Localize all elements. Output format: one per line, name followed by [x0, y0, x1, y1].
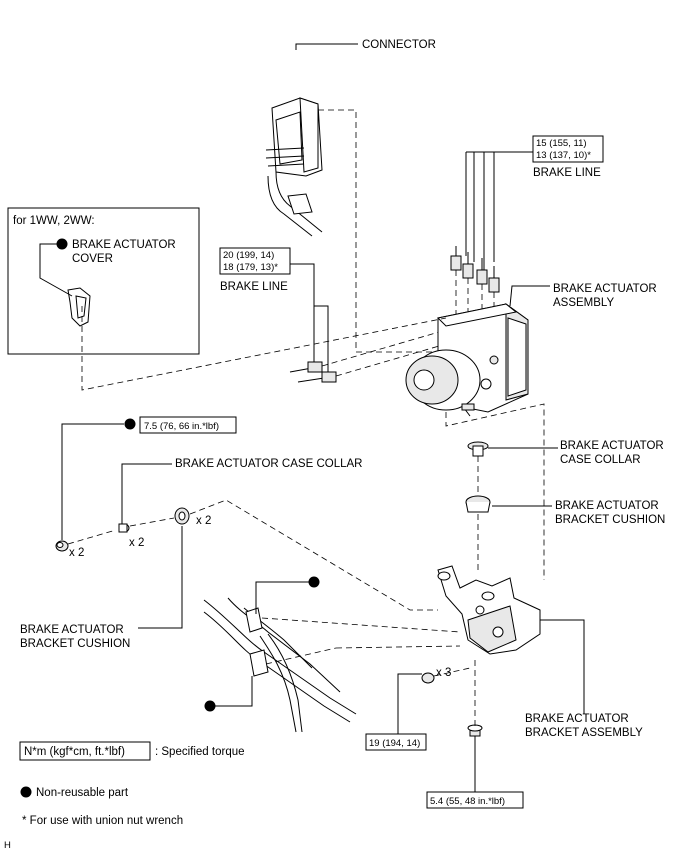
nonreusable-bullet-nut — [124, 418, 136, 430]
label-brake-line-top: BRAKE LINE — [533, 167, 601, 179]
torque-nut-left: 7.5 (76, 66 in.*lbf) — [144, 421, 219, 432]
torque-brake-line-top-1: 15 (155, 11) — [536, 138, 587, 149]
qty-nut-x3: x 3 — [436, 667, 451, 679]
cushion-left-part — [174, 507, 190, 525]
label-case-collar-right-1: BRAKE ACTUATOR — [560, 440, 664, 452]
label-actuator-assembly-2: ASSEMBLY — [553, 297, 614, 309]
torque-box-nut-x3 — [365, 733, 427, 751]
nonreusable-bullet-clamp-bottom — [204, 700, 216, 712]
torque-box-bolt-bottom — [426, 791, 524, 809]
legend-torque-desc: : Specified torque — [155, 746, 245, 758]
nut-left-part — [55, 540, 69, 552]
inset-box — [7, 207, 200, 355]
case-collar-right-part — [467, 441, 489, 457]
nonreusable-bullet-clamp-top — [308, 576, 320, 588]
torque-brake-line-left-2: 18 (179, 13)* — [223, 262, 278, 273]
qty-cushion-left: x 2 — [196, 515, 211, 527]
cushion-right-part — [465, 495, 491, 513]
corner-mark: H — [4, 840, 11, 851]
case-collar-left-part — [118, 523, 130, 533]
legend-footnote: * For use with union nut wrench — [22, 815, 183, 827]
legend-torque-unit: N*m (kgf*cm, ft.*lbf) — [24, 746, 125, 758]
legend-bullet — [20, 786, 32, 798]
label-inset-cover-2: COVER — [72, 253, 113, 265]
torque-nut-x3: 19 (194, 14) — [369, 738, 420, 749]
label-connector: CONNECTOR — [362, 39, 436, 51]
label-bracket-assembly-2: BRACKET ASSEMBLY — [525, 727, 643, 739]
label-cushion-right-1: BRAKE ACTUATOR — [555, 500, 659, 512]
pipe-clamp-part — [203, 597, 357, 733]
brake-line-left-group — [289, 263, 337, 383]
label-brake-line-left: BRAKE LINE — [220, 281, 288, 293]
legend-torque-box — [19, 741, 151, 761]
inset-cover-part — [67, 287, 91, 327]
label-inset-cover-1: BRAKE ACTUATOR — [72, 239, 176, 251]
label-case-collar-right-2: CASE COLLAR — [560, 454, 641, 466]
label-actuator-assembly-1: BRAKE ACTUATOR — [553, 283, 657, 295]
torque-box-nut-left — [139, 416, 237, 434]
torque-brake-line-top-2: 13 (137, 10)* — [536, 150, 591, 161]
bolt-bottom-part — [467, 724, 483, 744]
actuator-assembly-part — [405, 303, 529, 417]
bracket-assembly-part — [437, 565, 541, 655]
torque-bolt-bottom: 5.4 (55, 48 in.*lbf) — [430, 796, 505, 807]
label-cushion-left-2: BRACKET CUSHION — [20, 638, 130, 650]
torque-box-brake-line-left — [219, 247, 291, 275]
legend-nonreusable: Non-reusable part — [36, 787, 129, 799]
connector-part — [265, 97, 323, 237]
torque-brake-line-left-1: 20 (199, 14) — [223, 250, 274, 261]
nut-x3-part — [421, 672, 435, 684]
qty-nut-left: x 2 — [69, 547, 84, 559]
label-bracket-assembly-1: BRAKE ACTUATOR — [525, 713, 629, 725]
label-case-collar-left: BRAKE ACTUATOR CASE COLLAR — [175, 458, 362, 470]
qty-collar-left: x 2 — [129, 537, 144, 549]
label-cushion-right-2: BRACKET CUSHION — [555, 514, 665, 526]
torque-box-brake-line-top — [532, 135, 604, 163]
inset-title: for 1WW, 2WW: — [13, 215, 95, 227]
brake-line-top-group — [450, 152, 500, 293]
nonreusable-bullet-inset — [56, 238, 68, 250]
label-cushion-left-1: BRAKE ACTUATOR — [20, 624, 124, 636]
